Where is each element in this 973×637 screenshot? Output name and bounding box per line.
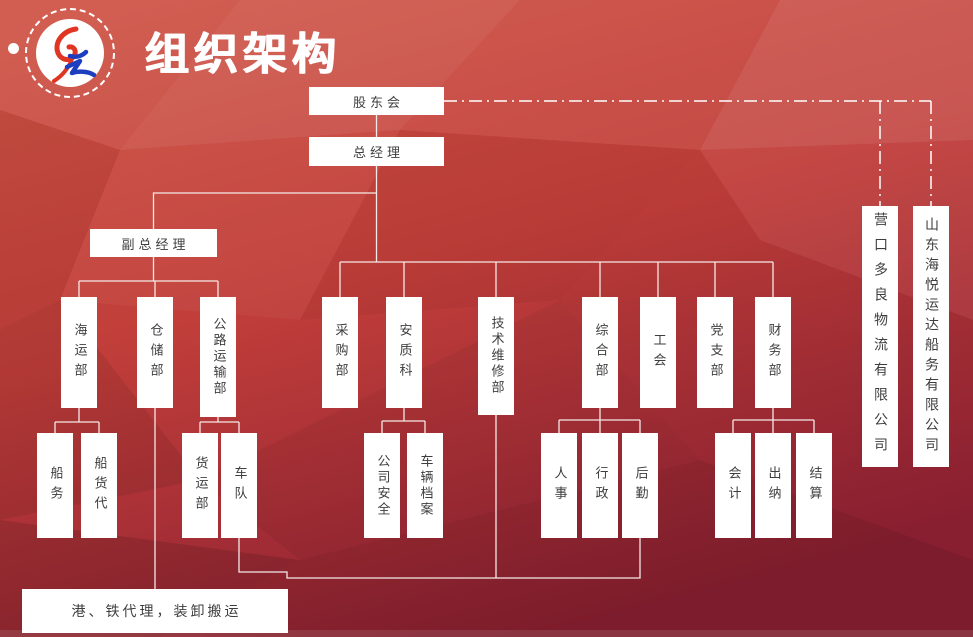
org-node-shandong-company: 山东海悦运达船务有限公司 <box>913 206 949 467</box>
org-node-yingkou-company: 营口多良物流有限公司 <box>862 206 898 467</box>
org-node-company-safety: 公司安全 <box>364 433 400 538</box>
org-node-fleet: 车队 <box>221 433 257 538</box>
org-node-ship-affairs: 船务 <box>37 433 73 538</box>
org-node-warehouse-dept: 仓储部 <box>137 297 173 408</box>
org-node-finance-dept: 财务部 <box>755 297 791 408</box>
org-node-road-transport-dept: 公路运输部 <box>200 297 236 417</box>
org-node-general-affairs-dept: 综合部 <box>582 297 618 408</box>
org-node-party-branch: 党支部 <box>697 297 733 408</box>
org-node-administration: 行政 <box>582 433 618 538</box>
org-node-purchasing-dept: 采购部 <box>322 297 358 408</box>
org-node-hr: 人事 <box>541 433 577 538</box>
logo-dashed-ring <box>25 8 115 98</box>
org-node-labor-union: 工会 <box>640 297 676 408</box>
org-node-ship-cargo-agency: 船货代 <box>81 433 117 538</box>
dash-dot-connectors <box>444 100 932 206</box>
org-node-marine-dept: 海运部 <box>61 297 97 408</box>
org-node-logistics-support: 后勤 <box>622 433 658 538</box>
solid-connectors <box>54 115 815 589</box>
org-node-settlement: 结算 <box>796 433 832 538</box>
org-node-deputy-general-manager: 副总经理 <box>90 229 217 257</box>
org-node-general-manager: 总经理 <box>309 137 444 166</box>
org-node-shareholders: 股东会 <box>309 87 444 115</box>
logo-glyph-icon <box>52 26 97 83</box>
org-node-safety-quality-section: 安质科 <box>386 297 422 408</box>
org-node-accounting: 会计 <box>715 433 751 538</box>
org-node-freight-dept: 货运部 <box>182 433 218 538</box>
org-node-tech-maintenance-dept: 技术维修部 <box>478 297 514 415</box>
org-node-cashier: 出纳 <box>755 433 791 538</box>
logo-dot <box>8 43 19 54</box>
org-node-port-rail-agency: 港、铁代理，装卸搬运 <box>22 589 288 633</box>
haiyue-logo <box>36 19 104 87</box>
org-node-vehicle-records: 车辆档案 <box>407 433 443 538</box>
slide-title: 组织架构 <box>145 29 341 80</box>
